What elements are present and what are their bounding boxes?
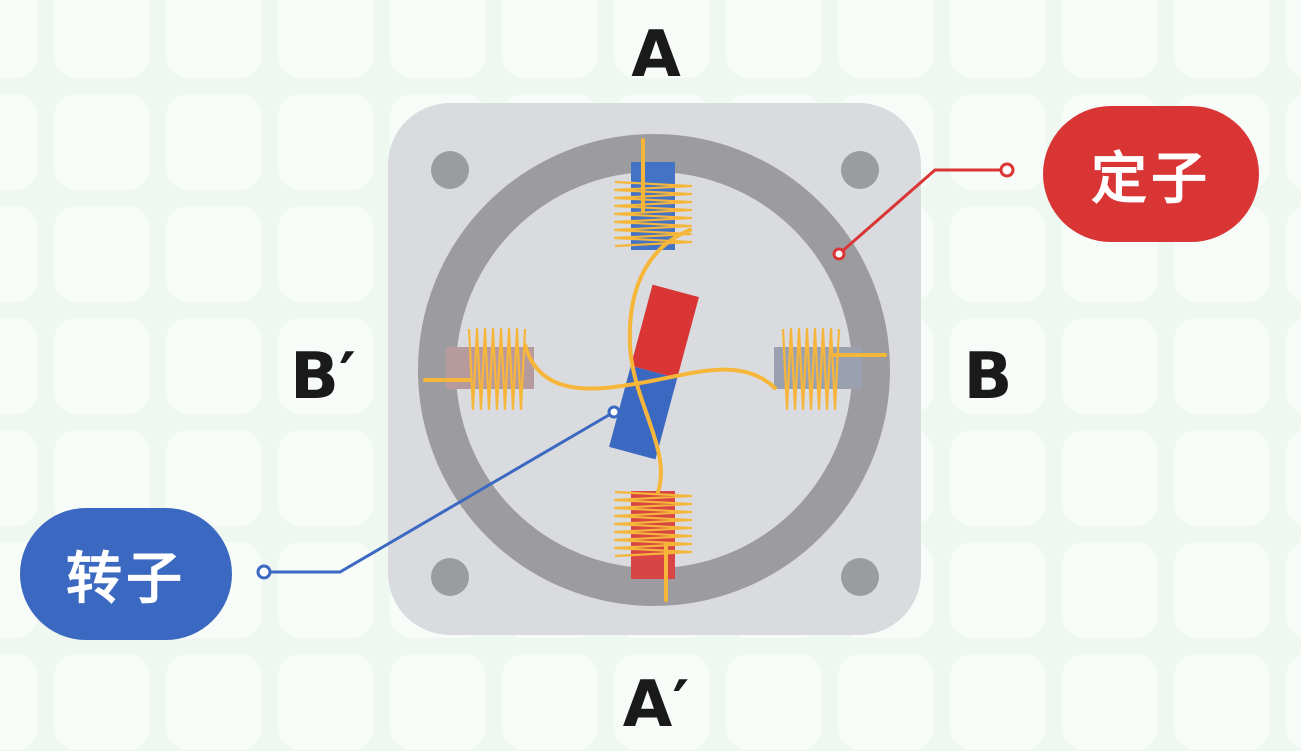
stator-callout: 定子 (1043, 106, 1259, 242)
rotor (609, 284, 699, 460)
wire-a-to-a-prime (627, 228, 692, 494)
stator-callout-label: 定子 (1091, 146, 1211, 212)
coil-b-prime (467, 327, 527, 411)
stator-ring (418, 134, 890, 606)
rotor-south-half (609, 365, 678, 460)
mounting-hole-top-right (841, 151, 879, 189)
mounting-hole-bottom-right (841, 558, 879, 596)
rotor-callout: 转子 (20, 508, 232, 640)
coil-a (613, 180, 693, 248)
pole-label-b: B (964, 340, 1013, 414)
coil-wires (423, 138, 887, 602)
coil-a-prime (613, 490, 693, 558)
coil-b (781, 327, 841, 411)
mounting-hole-bottom-left (431, 558, 469, 596)
pole-label-a-prime: A′ (623, 668, 689, 742)
mounting-hole-top-left (431, 151, 469, 189)
stator-leader-line (832, 162, 1015, 261)
wire-b-prime-to-b (523, 343, 777, 391)
pole-label-a: A (631, 18, 681, 92)
rotor-north-half (630, 284, 699, 379)
rotor-callout-label: 转子 (66, 546, 186, 612)
rotor-leader-line (256, 405, 621, 580)
pole-label-b-prime: B′ (290, 340, 356, 414)
